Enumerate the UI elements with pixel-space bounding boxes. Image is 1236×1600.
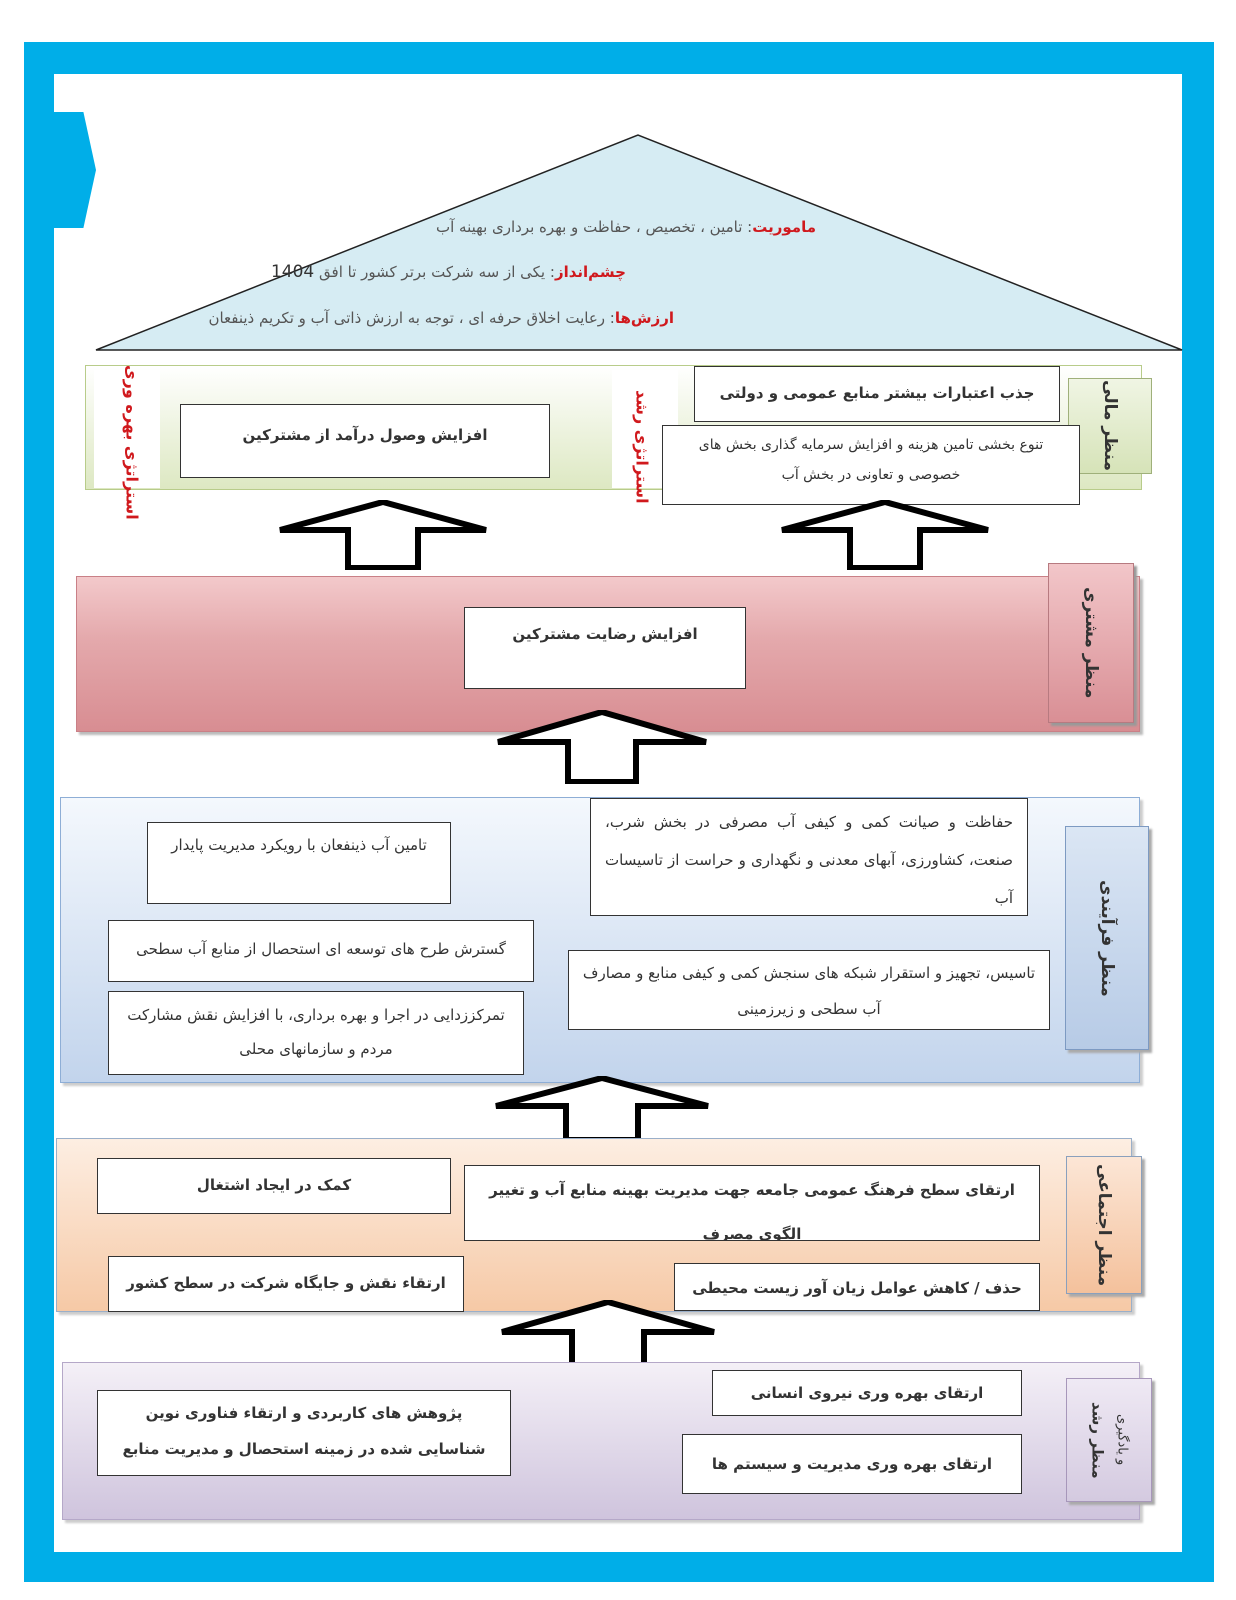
mission-label: ماموریت	[752, 218, 816, 236]
financial-goal-public-funds: جذب اعتبارات بیشتر منابع عمومی و دولتی	[694, 366, 1060, 422]
social-perspective-label: منظر اجتماعی	[1066, 1156, 1142, 1294]
vision-label: چشم‌انداز	[554, 263, 626, 281]
up-arrow-icon	[497, 710, 707, 784]
vision-year: 1404	[270, 262, 315, 282]
social-goal-culture: ارتقای سطح فرهنگ عمومی جامعه جهت مدیریت …	[464, 1165, 1040, 1241]
up-arrow-icon	[495, 1076, 709, 1142]
values-line: ارزش‌ها: رعایت اخلاق حرفه ای ، توجه به ا…	[208, 309, 674, 327]
mission-line: ماموریت: تامین ، تخصیص ، حفاظت و بهره بر…	[436, 218, 816, 236]
financial-band-gap-left	[94, 370, 160, 488]
financial-goal-revenue: افزایش وصول درآمد از مشترکین	[180, 404, 550, 478]
process-goal-decentralization: تمرکززدایی در اجرا و بهره برداری، با افز…	[108, 991, 524, 1075]
process-perspective-label: منظر فرآیندی	[1065, 826, 1149, 1050]
growth-perspective-label: منظر رشد و یادگیری	[1066, 1378, 1152, 1502]
frame-right-border	[1182, 42, 1214, 1582]
frame-top-border	[24, 42, 1214, 74]
frame-bottom-border	[24, 1552, 1214, 1582]
up-arrow-icon	[781, 500, 989, 570]
customer-goal-satisfaction: افزایش رضایت مشترکین	[464, 607, 746, 689]
process-goal-surface-water-projects: گسترش طرح های توسعه ای استحصال از منابع …	[108, 920, 534, 982]
vision-text: : یکی از سه شرکت برتر کشور تا افق	[314, 263, 555, 281]
growth-goal-human-productivity: ارتقای بهره وری نیروی انسانی	[712, 1370, 1022, 1416]
process-goal-water-protection: حفاظت و صیانت کمی و کیفی آب مصرفی در بخش…	[590, 798, 1028, 916]
values-label: ارزش‌ها	[614, 309, 674, 327]
strategy-growth-label: استراتژی رشد	[632, 390, 652, 504]
growth-goal-research: پژوهش های کاربردی و ارتقاء فناوری نوین ش…	[97, 1390, 511, 1476]
process-goal-monitoring-networks: تاسیس، تجهیز و استقرار شبکه های سنجش کمی…	[568, 950, 1050, 1030]
values-text: : رعایت اخلاق حرفه ای ، توجه به ارزش ذات…	[208, 309, 615, 327]
growth-goal-management-productivity: ارتقای بهره وری مدیریت و سیستم ها	[682, 1434, 1022, 1494]
social-goal-employment: کمک در ایجاد اشتغال	[97, 1158, 451, 1214]
up-arrow-icon	[279, 500, 487, 570]
social-goal-environment: حذف / کاهش عوامل زیان آور زیست محیطی	[674, 1263, 1040, 1311]
roof-triangle	[95, 134, 1183, 351]
growth-label-sub: و یادگیری	[1114, 1414, 1130, 1466]
financial-goal-private-investment: تنوع بخشی تامین هزینه و افزایش سرمایه گذ…	[662, 425, 1080, 505]
financial-perspective-label: منظر مالی	[1068, 378, 1152, 474]
growth-label-main: منظر رشد	[1088, 1401, 1107, 1479]
process-goal-stakeholder-supply: تامین آب ذینفعان با رویکرد مدیریت پایدار	[147, 822, 451, 904]
vision-line: چشم‌انداز: یکی از سه شرکت برتر کشور تا ا…	[271, 262, 626, 282]
mission-text: : تامین ، تخصیص ، حفاظت و بهره برداری به…	[436, 218, 753, 236]
strategy-productivity-label: استراتژی بهره وری	[122, 364, 142, 520]
social-goal-company-position: ارتقاء نقش و جایگاه شرکت در سطح کشور	[108, 1256, 464, 1312]
customer-perspective-label: منظر مشتری	[1048, 563, 1134, 723]
up-arrow-icon	[501, 1300, 715, 1370]
frame-left-border	[24, 42, 54, 1582]
